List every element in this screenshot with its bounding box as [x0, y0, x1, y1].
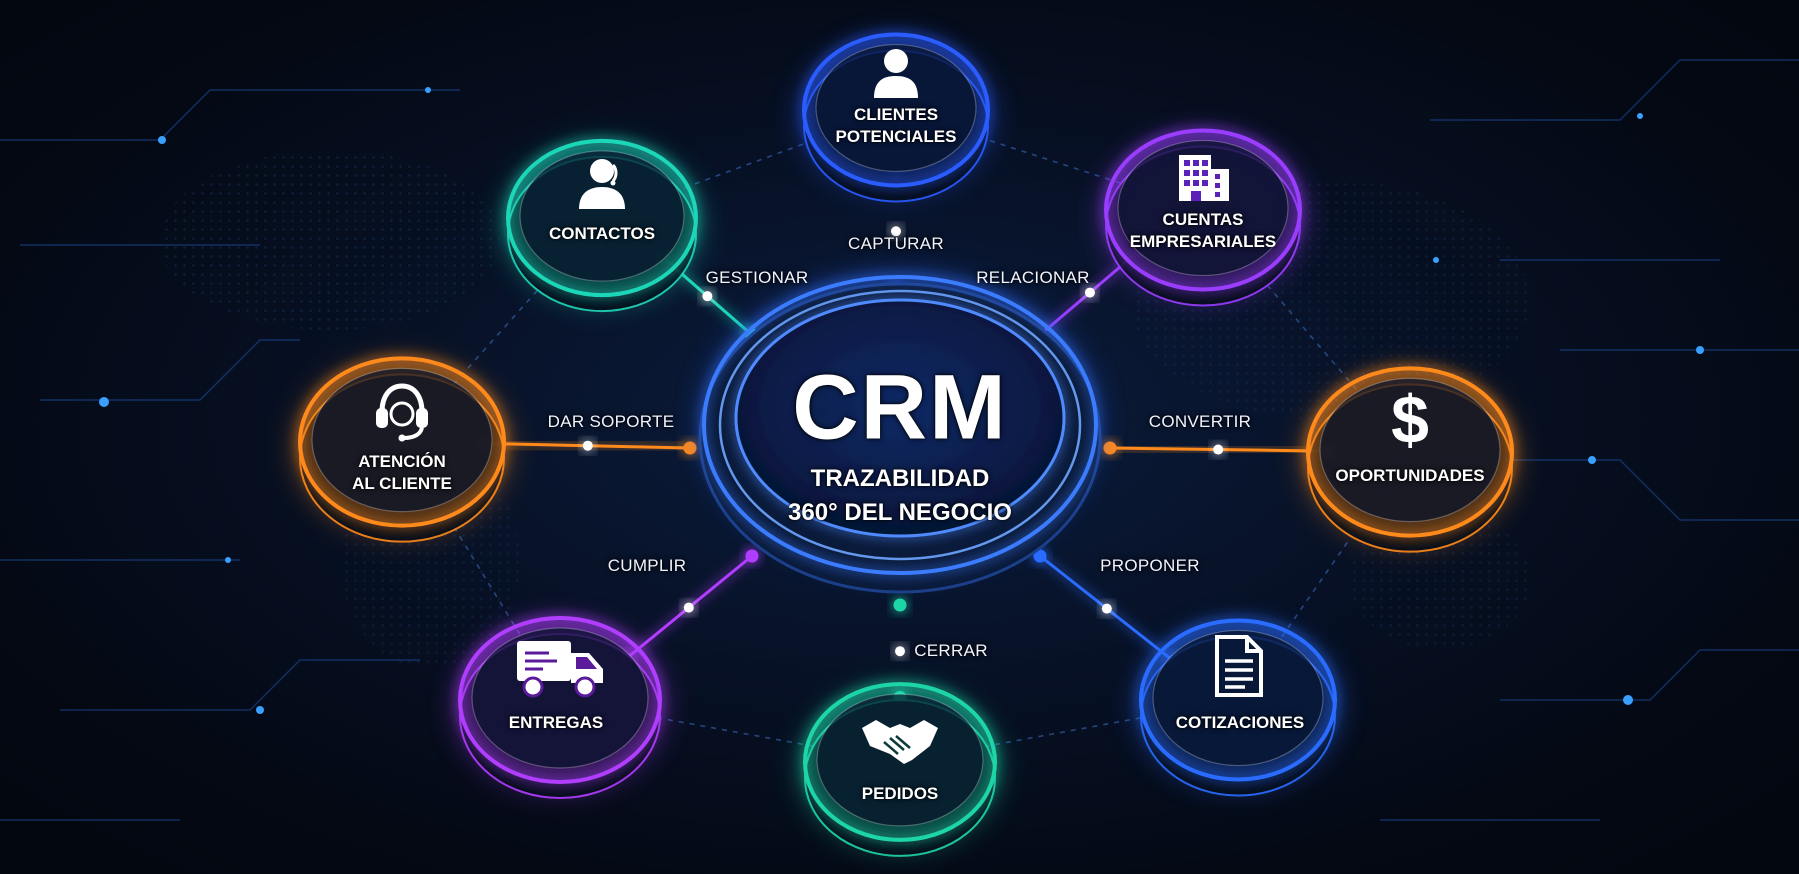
node-disc-oportunidades	[1302, 366, 1518, 553]
center-subtitle-line1: TRAZABILIDAD	[810, 465, 990, 492]
circuit-nodes	[99, 87, 1704, 714]
node-line1: COTIZACIONES	[1175, 713, 1305, 732]
node-line1: ATENCIÓN	[358, 452, 446, 471]
node-disc-entregas	[454, 616, 666, 799]
node-line1: OPORTUNIDADES	[1335, 466, 1485, 485]
disc-rim	[458, 616, 662, 784]
spoke-dot	[1033, 549, 1047, 563]
relation-proponer: PROPONER	[1100, 556, 1200, 575]
user-icon	[874, 49, 918, 98]
disc-face	[519, 150, 685, 282]
node-line1: PEDIDOS	[861, 784, 939, 803]
disc-face	[1152, 629, 1324, 767]
disc-rim	[1104, 128, 1302, 292]
spoke-dot	[702, 291, 713, 302]
disc-face	[1117, 139, 1289, 277]
disc-rim	[506, 138, 698, 298]
relation-convertir: CONVERTIR	[1148, 412, 1252, 431]
node-disc-atencion	[294, 356, 510, 543]
node-discs	[294, 32, 1518, 857]
outer-dashed-link	[601, 109, 897, 219]
disc-rim	[1139, 618, 1337, 782]
spoke-dot	[683, 441, 697, 455]
disc-face	[815, 43, 977, 173]
spoke-dot	[1103, 441, 1117, 455]
disc-rim	[803, 682, 997, 842]
contact-icon	[579, 159, 625, 209]
relation-gestionar: GESTIONAR	[705, 268, 809, 287]
node-label-clientes: CLIENTES POTENCIALES	[836, 104, 957, 148]
spoke-dot	[1101, 603, 1112, 614]
disc-face	[471, 627, 649, 769]
center-subtitle: TRAZABILIDAD 360° DEL NEGOCIO	[788, 462, 1012, 530]
document-icon	[1215, 635, 1263, 697]
disc-rim	[298, 356, 506, 528]
handshake-icon	[862, 720, 938, 764]
node-label-atencion: ATENCIÓN AL CLIENTE	[352, 451, 452, 495]
node-label-contactos: CONTACTOS	[549, 223, 655, 245]
spoke-dot	[582, 440, 593, 451]
spoke-dot	[683, 602, 694, 613]
spoke-dot	[893, 598, 907, 612]
truck-icon	[517, 641, 603, 698]
node-label-entregas: ENTREGAS	[509, 712, 603, 734]
disc-face	[1319, 377, 1501, 523]
node-line2: POTENCIALES	[835, 127, 957, 146]
relation-capturar: CAPTURAR	[848, 234, 944, 253]
node-line1: CLIENTES	[853, 105, 939, 124]
disc-rim	[802, 32, 990, 188]
svg-text:$: $	[1391, 385, 1429, 455]
relation-cumplir: CUMPLIR	[607, 556, 687, 575]
node-line2: AL CLIENTE	[352, 474, 452, 493]
relation-dar-soporte: DAR SOPORTE	[547, 412, 675, 431]
spoke-dot	[1084, 287, 1095, 298]
node-label-cuentas: CUENTAS EMPRESARIALES	[1130, 209, 1276, 253]
node-disc-pedidos	[799, 682, 1001, 857]
disc-rim	[1306, 366, 1514, 538]
spoke-dot	[1213, 444, 1224, 455]
circuit-lines	[0, 59, 1799, 821]
building-icon	[1179, 155, 1229, 201]
node-label-pedidos: PEDIDOS	[862, 783, 939, 805]
dollar-icon: $	[1391, 385, 1429, 455]
node-disc-cuentas	[1100, 128, 1306, 307]
node-line1: ENTREGAS	[508, 713, 604, 732]
center-title: CRM	[792, 356, 1008, 459]
headset-icon	[376, 383, 428, 442]
spoke-dot	[895, 646, 905, 657]
node-label-oportunidades: OPORTUNIDADES	[1335, 465, 1484, 487]
node-label-cotizaciones: COTIZACIONES	[1176, 712, 1304, 734]
center-subtitle-line2: 360° DEL NEGOCIO	[788, 499, 1012, 526]
node-disc-clientes	[798, 32, 994, 203]
node-disc-cotizaciones	[1135, 618, 1341, 797]
node-disc-contactos	[502, 138, 702, 313]
relation-relacionar: RELACIONAR	[976, 268, 1090, 287]
relation-cerrar: CERRAR	[914, 641, 988, 660]
node-line1: CUENTAS	[1162, 210, 1244, 229]
node-line1: CONTACTOS	[548, 224, 656, 243]
node-line2: EMPRESARIALES	[1129, 232, 1277, 251]
center-hub	[698, 272, 1102, 594]
spoke-dot	[891, 226, 901, 237]
spoke-dot	[745, 549, 759, 563]
